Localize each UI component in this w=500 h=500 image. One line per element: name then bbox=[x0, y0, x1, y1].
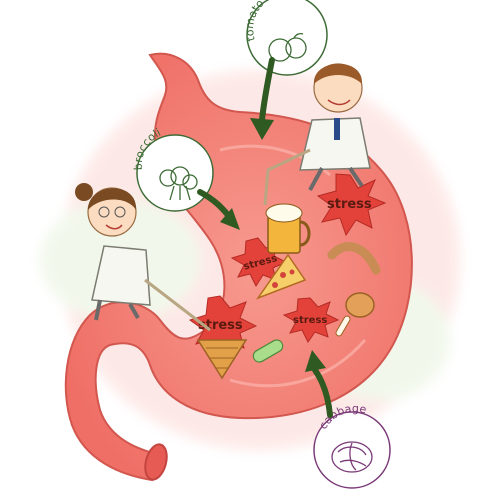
cabbage-icon bbox=[331, 441, 373, 473]
pizza-slice-icon bbox=[255, 253, 307, 300]
beer-mug-icon bbox=[265, 203, 311, 254]
stress-badge: stress bbox=[282, 297, 340, 343]
duodenum-end bbox=[144, 443, 168, 481]
svg-text:stress: stress bbox=[293, 315, 327, 326]
pill-capsule-icon bbox=[252, 339, 284, 363]
arrow-cabbage-to-stomach bbox=[305, 350, 333, 418]
broccoli-icon bbox=[159, 166, 198, 201]
tomato-apple-circle: tomato & apple bbox=[243, 0, 328, 76]
doctor-woman bbox=[75, 183, 211, 332]
tomato-apple-icon bbox=[268, 32, 307, 62]
sausage-icon bbox=[327, 242, 381, 275]
arrow-broccoli-to-stomach bbox=[197, 189, 240, 230]
ice-cream-cone-icon bbox=[196, 339, 248, 380]
cabbage-circle: cabbage bbox=[313, 402, 391, 489]
arrow-tomato-to-stomach bbox=[250, 57, 275, 140]
stress-badge: stress bbox=[316, 173, 387, 237]
chicken-leg-icon bbox=[335, 292, 375, 337]
doctor-man bbox=[263, 63, 371, 206]
svg-text:stress: stress bbox=[327, 197, 372, 212]
